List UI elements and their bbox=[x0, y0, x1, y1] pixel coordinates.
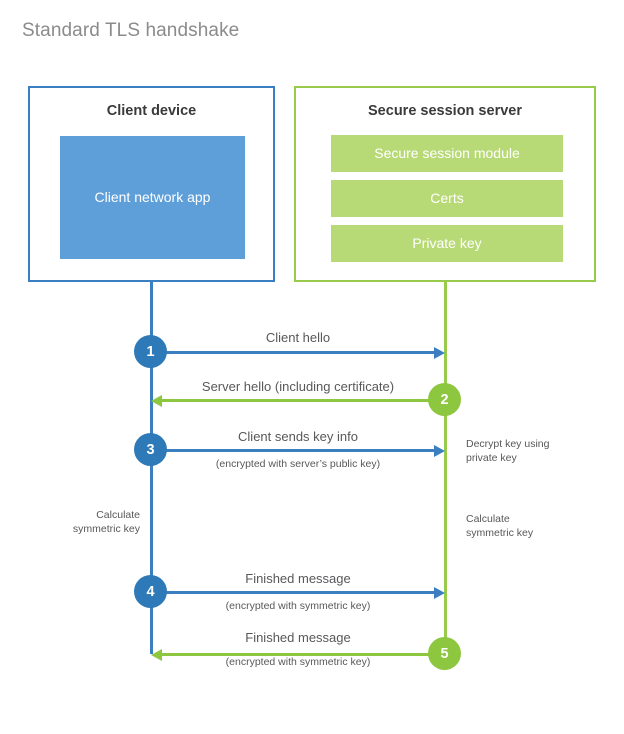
annotation-server-calculate-symmetric-key: Calculate symmetric key bbox=[466, 513, 534, 540]
message-sublabel-5: (encrypted with symmetric key) bbox=[225, 656, 371, 668]
page-title: Standard TLS handshake bbox=[22, 20, 240, 41]
arrow-head-2 bbox=[151, 394, 162, 407]
step-badge-5: 5 bbox=[428, 637, 461, 670]
server-block-private-key: Private key bbox=[331, 225, 563, 262]
participant-secure-session-server: Secure session server Secure session mod… bbox=[294, 86, 596, 282]
arrow-head-1 bbox=[434, 346, 445, 359]
arrow-head-3 bbox=[434, 444, 445, 457]
message-label-2: Server hello (including certificate) bbox=[201, 379, 395, 394]
step-badge-4: 4 bbox=[134, 575, 167, 608]
arrow-line-3 bbox=[151, 449, 434, 452]
arrow-line-4 bbox=[151, 591, 434, 594]
message-label-5: Finished message bbox=[245, 630, 351, 645]
message-sublabel-3: (encrypted with server’s public key) bbox=[215, 458, 381, 470]
server-lifeline bbox=[444, 282, 447, 654]
participant-client-device: Client device Client network app bbox=[28, 86, 275, 282]
participant-client-title: Client device bbox=[106, 103, 197, 119]
message-label-1: Client hello bbox=[265, 330, 331, 345]
message-sublabel-4: (encrypted with symmetric key) bbox=[225, 600, 371, 612]
arrow-line-1 bbox=[151, 351, 434, 354]
client-lifeline bbox=[150, 282, 153, 654]
annotation-server-decrypt-key: Decrypt key using private key bbox=[466, 438, 550, 465]
participant-server-title: Secure session server bbox=[368, 103, 522, 119]
server-block-certs: Certs bbox=[331, 180, 563, 217]
arrow-line-2 bbox=[162, 399, 445, 402]
arrow-line-5 bbox=[162, 653, 445, 656]
message-label-4: Finished message bbox=[245, 571, 351, 586]
message-label-3: Client sends key info bbox=[238, 429, 358, 444]
annotation-client-calculate-symmetric-key: Calculate symmetric key bbox=[72, 509, 140, 536]
step-badge-1: 1 bbox=[134, 335, 167, 368]
arrow-head-4 bbox=[434, 586, 445, 599]
server-block-secure-session-module: Secure session module bbox=[331, 135, 563, 172]
arrow-head-5 bbox=[151, 648, 162, 661]
client-network-app-block: Client network app bbox=[60, 136, 245, 259]
step-badge-2: 2 bbox=[428, 383, 461, 416]
step-badge-3: 3 bbox=[134, 433, 167, 466]
